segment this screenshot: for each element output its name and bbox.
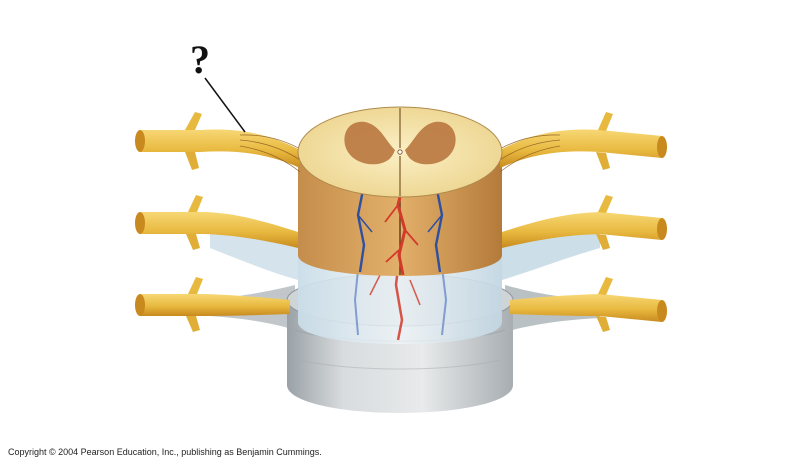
spinal-nerves-left xyxy=(135,112,300,332)
nerve-rootlets xyxy=(239,134,561,173)
cord-cross-section xyxy=(297,106,503,198)
copyright-credit: Copyright © 2004 Pearson Education, Inc.… xyxy=(8,447,322,457)
gray-matter-left xyxy=(344,121,395,165)
spinal-nerves-right xyxy=(500,112,667,332)
unknown-label: ? xyxy=(190,37,210,82)
leader-line xyxy=(204,77,246,133)
gray-matter-right xyxy=(405,121,456,165)
